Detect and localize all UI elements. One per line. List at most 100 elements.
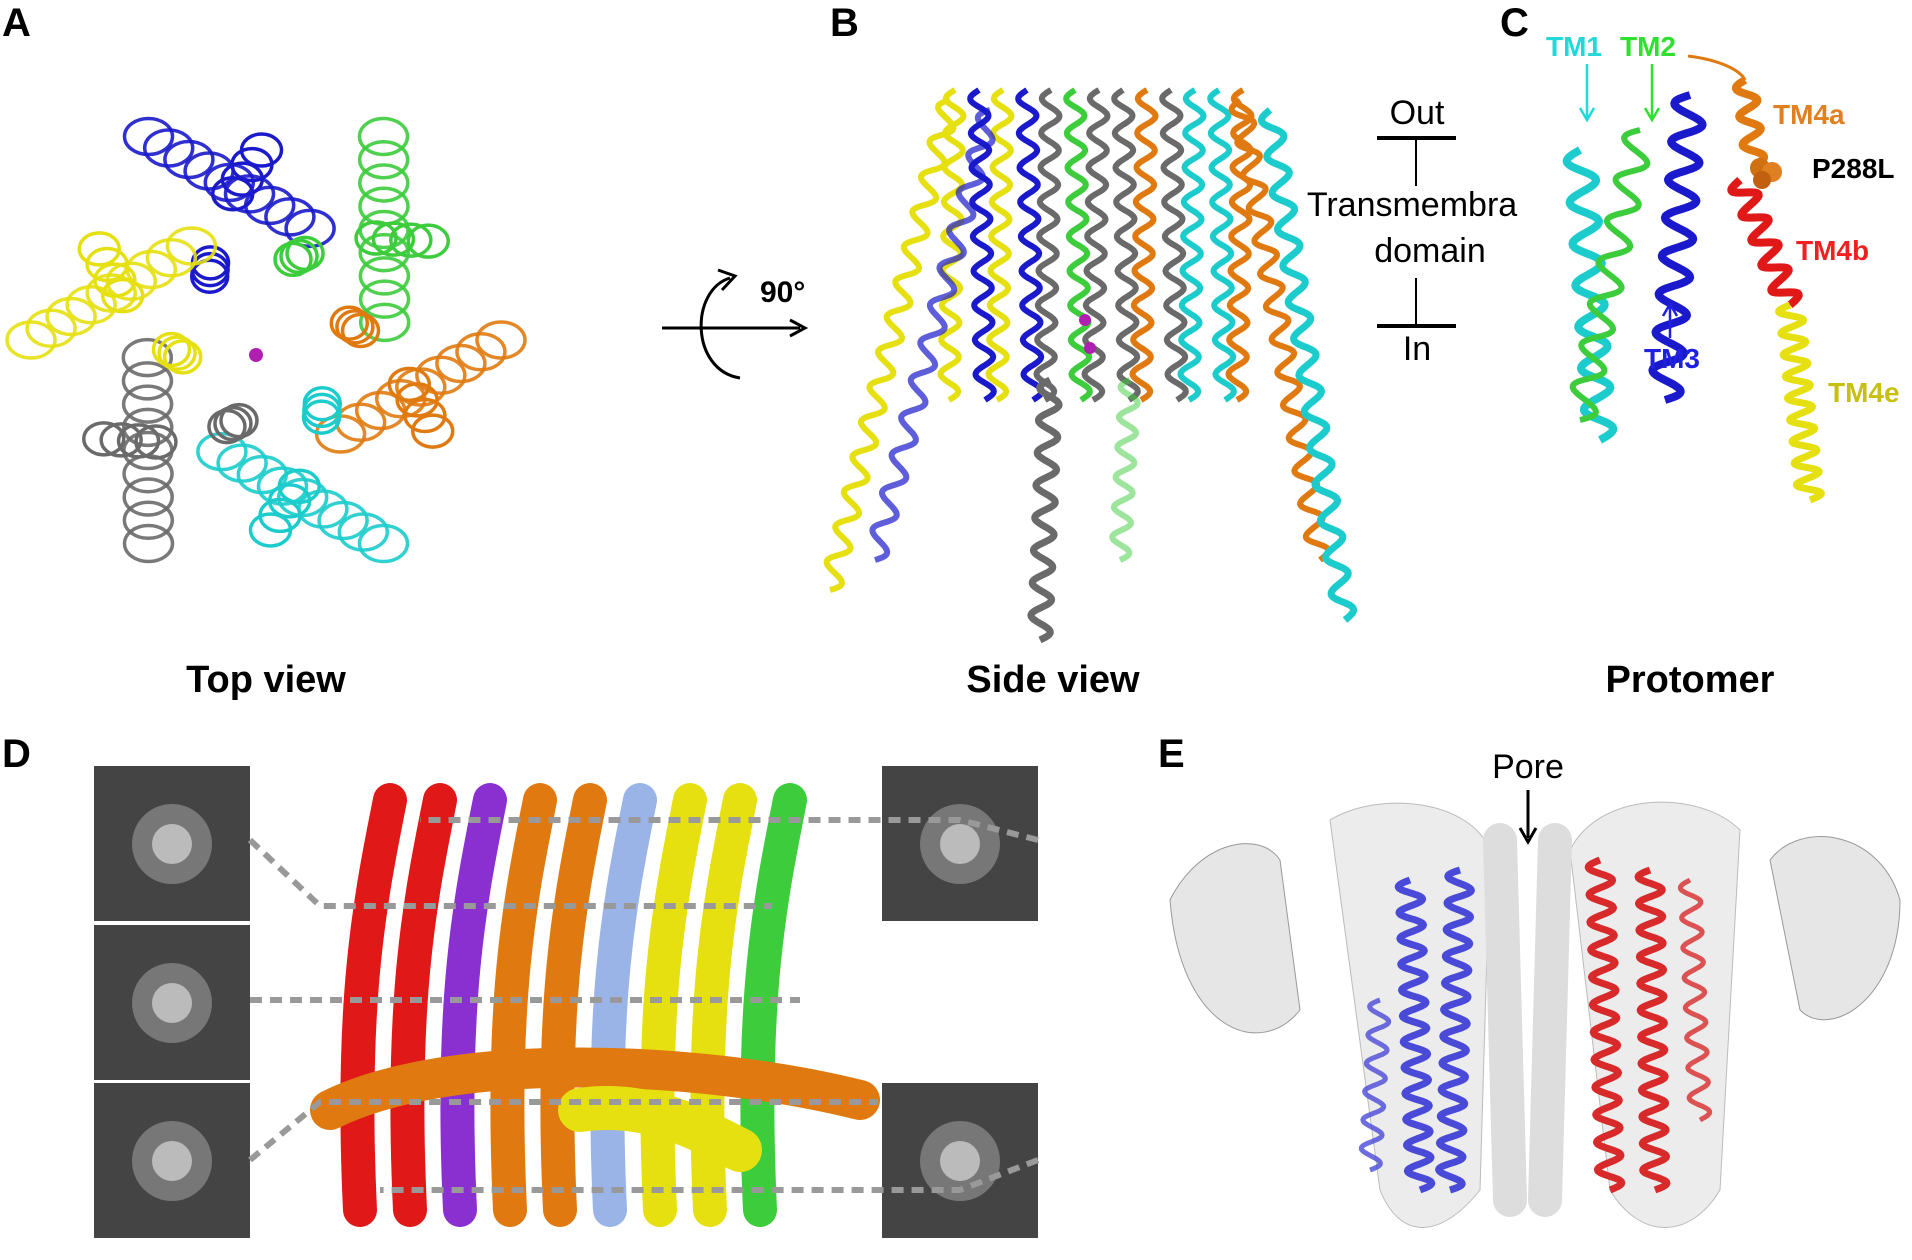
density-blob [540, 783, 607, 1227]
helix [1027, 376, 1063, 644]
top-view-title: Top view [186, 659, 346, 701]
helix-coil [85, 246, 129, 283]
helix [1177, 87, 1207, 403]
panel-e-label: E [1158, 732, 1185, 776]
helix [1435, 866, 1475, 1194]
particle-core [940, 1141, 980, 1181]
tm2-label: TM2 [1620, 31, 1676, 62]
helix [1775, 301, 1825, 504]
helix-coil [284, 208, 336, 249]
helix-coil [116, 423, 161, 459]
helix-coil [25, 308, 77, 349]
helix-coil [389, 222, 433, 258]
helix-coil [410, 413, 455, 449]
dashed-guide-line [248, 1099, 878, 1163]
panel-d-label: D [2, 732, 31, 776]
helix-coil [248, 512, 293, 548]
helix [1111, 87, 1141, 403]
dashed-guide-line [420, 817, 1039, 843]
panel-b-label: B [830, 1, 859, 45]
density-blob [490, 783, 557, 1227]
helix [1677, 877, 1713, 1123]
helix-coil [100, 277, 145, 314]
density-shell [1329, 802, 1491, 1228]
mutation-sphere [1753, 171, 1771, 189]
helix [1063, 87, 1093, 403]
helix [1225, 87, 1255, 403]
dashed-guide-line [380, 1157, 1040, 1193]
tm4b-label: TM4b [1796, 235, 1869, 266]
helix-coil [207, 408, 247, 445]
helix [1731, 76, 1769, 169]
helix-coil [5, 320, 57, 360]
density-shell [1769, 836, 1901, 1021]
helix-coil [121, 361, 174, 401]
particle-core [152, 983, 192, 1023]
helix [1207, 87, 1237, 403]
ion-sphere [1079, 314, 1091, 326]
helix-coil [358, 232, 411, 273]
mutation-label: P288L [1812, 153, 1895, 184]
helix-coil [213, 405, 253, 442]
panel-a-label: A [2, 1, 31, 45]
pore-arrow-icon [1518, 790, 1538, 846]
ion-sphere [249, 348, 263, 362]
helix [1648, 91, 1707, 404]
helix-coil [395, 382, 439, 418]
protomer-title: Protomer [1606, 659, 1775, 701]
helix-coil [357, 139, 410, 180]
helix [869, 107, 996, 563]
helix [1109, 377, 1141, 563]
density-blob [640, 783, 707, 1227]
panel-c-label: C [1500, 1, 1529, 45]
helix-coil [145, 238, 198, 278]
density-blob [440, 783, 507, 1227]
helix-coil [279, 238, 319, 275]
rotation-angle-label: 90° [760, 276, 805, 309]
helix-coil [77, 231, 122, 267]
helix-coil [340, 312, 381, 349]
helix [1358, 997, 1392, 1173]
tm1-label: TM1 [1546, 31, 1602, 62]
membrane-domain-label-2: domain [1374, 232, 1486, 270]
helix-coil [134, 424, 178, 460]
helix [985, 87, 1015, 403]
helix-coil [455, 331, 507, 372]
helix-coil [165, 226, 218, 266]
particle-core [152, 824, 192, 864]
helix-coil [85, 273, 137, 313]
label-arrows [1578, 64, 1679, 338]
helix [1584, 856, 1626, 1194]
helix-coil [354, 220, 398, 256]
helix-coil [357, 116, 410, 157]
helix-coil [337, 512, 390, 552]
helix-coil [99, 422, 143, 458]
particle-core [940, 824, 980, 864]
helix [937, 87, 967, 403]
helix [1727, 176, 1803, 309]
helix-coil [285, 235, 325, 272]
helix-coil [121, 337, 174, 378]
helix-coil [335, 309, 375, 345]
density-shell [1483, 823, 1572, 1217]
helix-coil [122, 523, 175, 564]
helix-coil [358, 279, 411, 319]
density-shell [1169, 843, 1301, 1034]
helix-coil [371, 221, 416, 257]
helix-coil [357, 523, 410, 564]
density-blob [340, 783, 407, 1227]
helix-coil [196, 431, 248, 472]
membrane-in-label: In [1403, 330, 1431, 368]
helix-coil [415, 355, 467, 395]
helix-coil [142, 128, 195, 168]
membrane-scale-bar [1377, 136, 1456, 328]
helix-coil [157, 335, 197, 371]
helix [1257, 107, 1358, 623]
helix-coil [163, 139, 215, 180]
helix [1562, 146, 1618, 444]
helix-coil [334, 402, 387, 442]
helix-coil [93, 262, 137, 298]
helix-coil [65, 285, 117, 325]
helix-coil [301, 399, 342, 435]
